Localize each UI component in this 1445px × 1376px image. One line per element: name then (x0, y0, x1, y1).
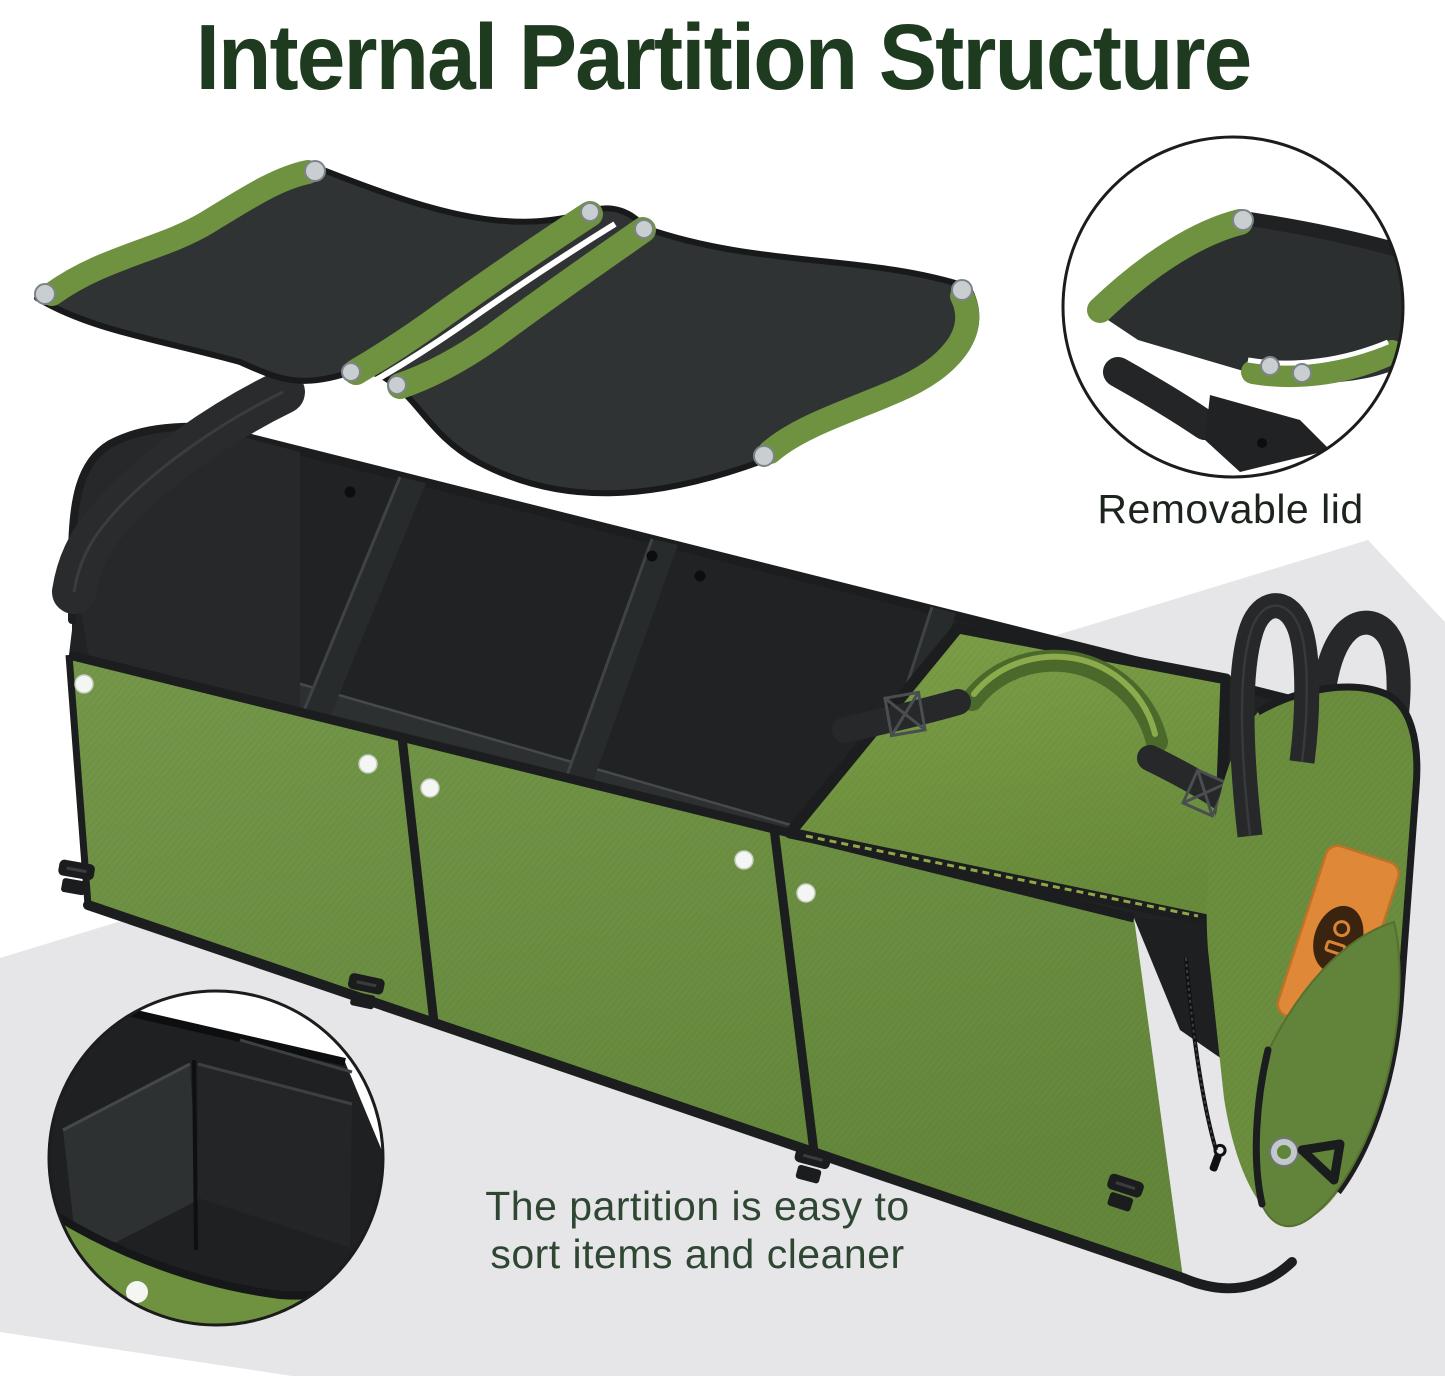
cooler-handle (961, 649, 1168, 753)
partition-caption-line2: sort items and cleaner (490, 1231, 905, 1277)
zipper (1184, 957, 1227, 1172)
lid-callout-label: Removable lid (1097, 486, 1364, 532)
back-wall-studs (344, 486, 706, 582)
side-pocket (1252, 920, 1401, 1228)
removable-lid (34, 160, 980, 497)
front-snaps (74, 674, 816, 903)
zipper-pull (1209, 1143, 1227, 1172)
page-title: Internal Partition Structure (195, 5, 1252, 109)
lid-snaps (34, 160, 973, 467)
lid-zipper (374, 221, 617, 383)
lid-inset-circle (1061, 135, 1405, 479)
organizer-box (52, 370, 1421, 1294)
front-face (65, 650, 1297, 1294)
buckles (58, 859, 1144, 1212)
d-ring (1297, 1139, 1345, 1185)
partition-caption: The partition is easy to sort items and … (395, 1182, 1000, 1278)
shoulder-strap (52, 370, 305, 614)
partition-caption-line1: The partition is easy to (485, 1183, 910, 1229)
